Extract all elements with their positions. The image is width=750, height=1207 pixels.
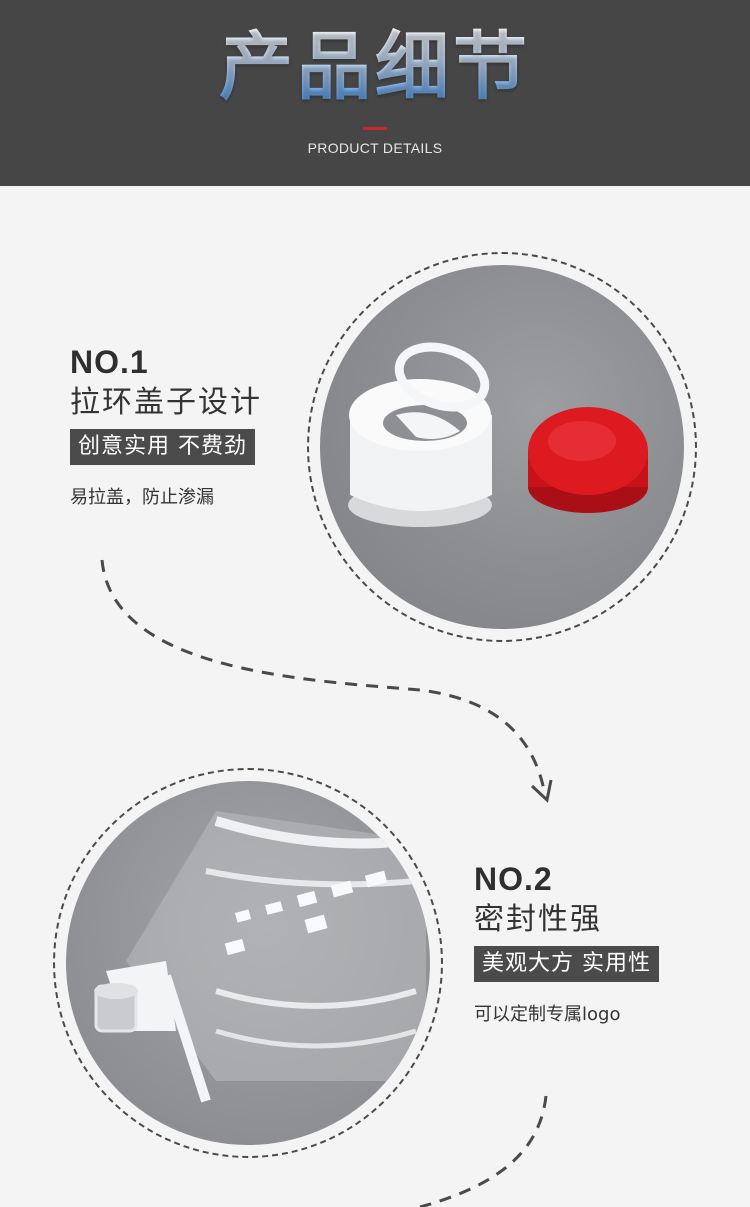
feature-1-number: NO.1	[70, 344, 149, 380]
feature-2-image	[66, 781, 430, 1145]
feature-2-image-ring	[53, 768, 443, 1158]
arrow-down-icon	[530, 779, 553, 803]
feature-2-tag: 美观大方 实用性	[474, 946, 659, 982]
feature-2-number: NO.2	[474, 861, 553, 897]
feature-2-description: 可以定制专属logo	[474, 1004, 621, 1025]
feature-1-title: 拉环盖子设计	[70, 385, 262, 420]
bottle-grip-marks	[224, 870, 388, 956]
page-title: 产品细节	[0, 22, 750, 112]
feature-1-image-ring	[307, 252, 697, 642]
feature-1-description: 易拉盖，防止渗漏	[70, 487, 214, 508]
feature-1-tag: 创意实用 不费劲	[70, 429, 255, 465]
page-subtitle: PRODUCT DETAILS	[307, 140, 443, 156]
feature-1-image	[320, 265, 684, 629]
feature-2-title: 密封性强	[474, 902, 602, 937]
feature-1-text: NO.1 拉环盖子设计 创意实用 不费劲 易拉盖，防止渗漏	[70, 345, 262, 509]
header-banner: 产品细节 PRODUCT DETAILS	[0, 0, 750, 186]
header-accent-line	[363, 127, 387, 130]
pull-ring	[394, 342, 490, 412]
feature-2-text: NO.2 密封性强 美观大方 实用性 可以定制专属logo	[474, 862, 659, 1026]
bottle-body	[126, 811, 426, 1081]
pull-tab	[396, 412, 460, 439]
